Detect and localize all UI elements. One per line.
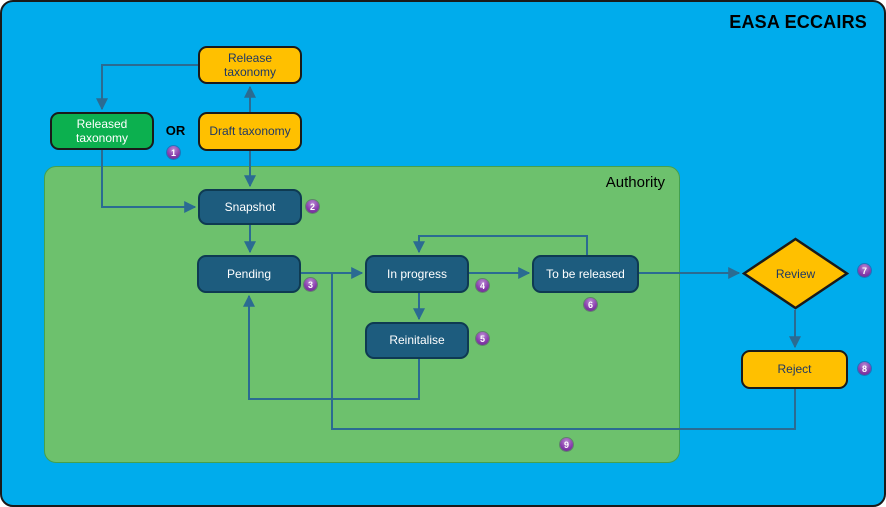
review-diamond-shape: [742, 237, 849, 310]
node-reject: Reject: [741, 350, 848, 389]
authority-region: Authority: [44, 166, 680, 463]
step-badge-1: 1: [167, 146, 180, 159]
step-badge-9: 9: [560, 438, 573, 451]
diagram-title: EASA ECCAIRS: [729, 12, 867, 32]
node-draft-taxonomy: Draft taxonomy: [198, 112, 302, 151]
node-pending: Pending: [197, 255, 301, 293]
step-badge-4: 4: [476, 279, 489, 292]
node-review-label: Review: [775, 266, 816, 281]
node-release-taxonomy: Release taxonomy: [198, 46, 302, 84]
node-snapshot: Snapshot: [198, 189, 302, 225]
step-badge-6: 6: [584, 298, 597, 311]
node-in-progress: In progress: [365, 255, 469, 293]
node-to-be-released: To be released: [532, 255, 639, 293]
step-badge-8: 8: [858, 362, 871, 375]
node-review-decision: Review: [742, 237, 849, 310]
node-reinitalise: Reinitalise: [365, 322, 469, 359]
node-released-taxonomy: Released taxonomy: [50, 112, 154, 150]
step-badge-5: 5: [476, 332, 489, 345]
step-badge-2: 2: [306, 200, 319, 213]
step-badge-3: 3: [304, 278, 317, 291]
or-label: OR: [165, 123, 186, 138]
step-badge-7: 7: [858, 264, 871, 277]
authority-region-label: Authority: [605, 174, 665, 191]
connector-release-to-released: [96, 64, 198, 111]
